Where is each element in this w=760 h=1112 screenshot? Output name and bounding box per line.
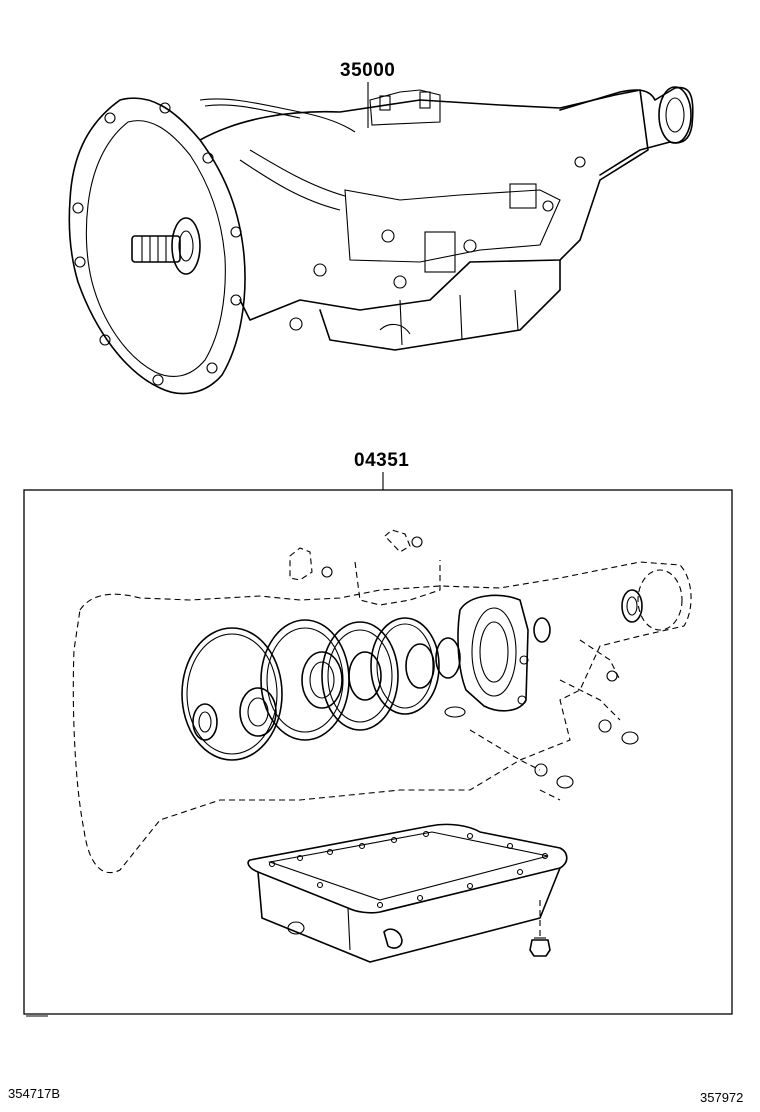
bell-housing-inner [85,120,226,378]
diagram-code-right: 357972 [700,1090,744,1105]
valve-body [344,189,561,263]
oil-pan-gasket [247,823,568,914]
top-bracket [369,89,441,126]
cooler-pipes [239,149,346,211]
kit-frame [23,489,733,1015]
part-number-04351: 04351 [354,450,410,471]
oil-pan [247,823,568,963]
transmission-case-outline [199,89,649,321]
drain-plug [529,937,551,957]
output-flange [658,86,692,144]
diagram-code-left: 354717B [8,1086,61,1101]
gasket-kit-group [23,472,733,1015]
part-number-35000: 35000 [340,60,396,81]
piston-seal-set [239,617,461,741]
small-o-rings [321,536,639,789]
oil-pan-body [257,867,561,963]
solenoid-block [424,231,456,273]
flange-bolts [72,102,242,386]
rear-oil-seal [621,589,643,623]
upper-oil-pan [319,259,561,351]
breather-dashed [289,547,313,581]
pump-gasket-large [181,627,283,761]
sensor-block [509,183,537,209]
front-oil-seal [192,703,218,741]
transmission-assembly-illustration [68,82,694,395]
pan-filler-fitting [383,928,403,949]
extension-housing-gasket [457,594,529,712]
bell-housing-outline [68,97,246,395]
pan-bolt-holes [268,830,549,909]
input-shaft [131,217,201,275]
transmission-outline-dashed [72,561,692,873]
wire-harness [199,98,356,133]
